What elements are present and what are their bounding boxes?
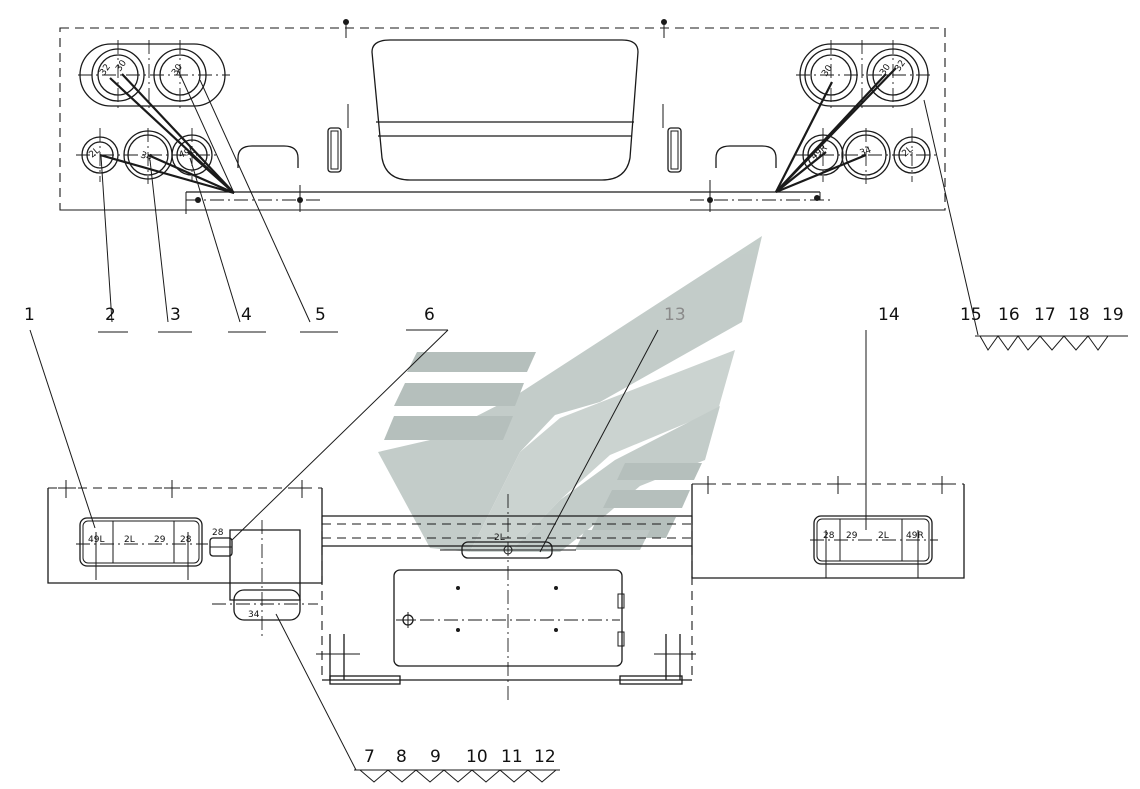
callout-3: 3 xyxy=(170,305,181,325)
callout-17: 17 xyxy=(1034,305,1056,325)
lamp-label: 29 xyxy=(846,531,858,541)
callout-1: 1 xyxy=(24,305,35,325)
lamp-label: 49L xyxy=(88,535,104,545)
callout-18: 18 xyxy=(1068,305,1090,325)
lamp-label: 30 xyxy=(114,58,129,73)
lamp-label: 30 xyxy=(820,63,835,78)
lamp-label: 28 xyxy=(212,528,224,538)
callout-15: 15 xyxy=(960,305,982,325)
callout-9: 9 xyxy=(430,747,441,767)
lamp-label: 29 xyxy=(154,535,166,545)
callout-2: 2 xyxy=(105,305,116,325)
top-leader-lines xyxy=(98,79,1128,351)
callout-6: 6 xyxy=(424,305,435,325)
callout-13: 13 xyxy=(664,305,686,325)
lamp-label: 34 xyxy=(248,610,260,620)
lamp-label: 28 xyxy=(180,535,192,545)
callout-11: 11 xyxy=(501,747,523,767)
bottom-rear-view: 2L 49L 2L 29 28 28 34 28 29 2L 49R xyxy=(47,476,965,700)
lamp-label: 28 xyxy=(823,531,835,541)
callout-5: 5 xyxy=(315,305,326,325)
lamp-label: 32 xyxy=(893,59,908,74)
callout-7: 7 xyxy=(364,747,375,767)
watermark-logo-icon xyxy=(378,236,762,552)
callout-16: 16 xyxy=(998,305,1020,325)
lamp-label: 49R xyxy=(906,531,924,541)
lamp-label: 2L xyxy=(124,535,135,545)
callout-labels: 1 2 3 4 5 6 13 14 15 16 17 18 19 7 8 9 1… xyxy=(24,305,1124,767)
bottom-leader-lines xyxy=(29,329,867,783)
lamp-label: 2L xyxy=(878,531,889,541)
callout-12: 12 xyxy=(534,747,556,767)
callout-10: 10 xyxy=(466,747,488,767)
lamp-label: 2L xyxy=(901,145,916,160)
callout-4: 4 xyxy=(241,305,252,325)
callout-8: 8 xyxy=(396,747,407,767)
lamp-label: 2L xyxy=(494,533,505,543)
callout-14: 14 xyxy=(878,305,900,325)
callout-19: 19 xyxy=(1102,305,1124,325)
top-bumper-view: 32 30 30 2L 34 49L 30 30 32 xyxy=(59,19,946,214)
